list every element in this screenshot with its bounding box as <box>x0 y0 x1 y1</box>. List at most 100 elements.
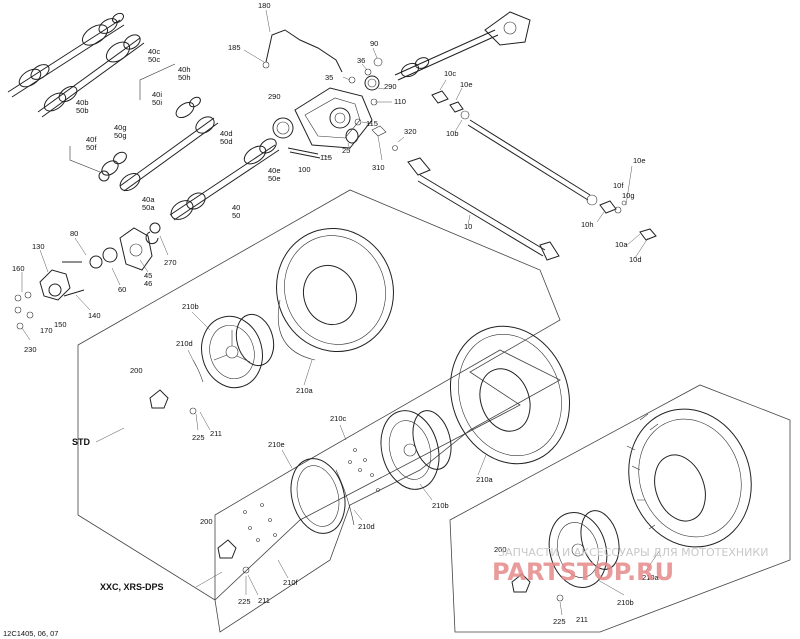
label-140: 140 <box>88 311 101 320</box>
label-40: 40 <box>232 203 240 212</box>
xxc-rim <box>380 410 452 490</box>
part-25 <box>345 128 359 144</box>
label-210d-std: 210d <box>176 339 193 348</box>
xxc-section-frame <box>214 349 561 633</box>
label-200-std: 200 <box>130 366 143 375</box>
label-40a: 40a <box>142 195 155 204</box>
label-110: 110 <box>394 97 406 106</box>
label-225-xrs: 225 <box>553 617 566 626</box>
drive-shaft-40 <box>149 138 280 234</box>
label-50f: 50f <box>86 143 97 152</box>
label-210b-std: 210b <box>182 302 199 311</box>
std-section-frame <box>77 189 561 601</box>
label-211-xxc: 211 <box>258 596 270 605</box>
label-45: 45 <box>144 271 152 280</box>
label-10a: 10a <box>615 240 628 249</box>
label-50b: 50b <box>76 106 89 115</box>
boot-kit-50f <box>98 151 127 182</box>
label-210c: 210c <box>330 414 347 423</box>
label-211-std: 211 <box>210 429 222 438</box>
label-60: 60 <box>118 285 126 294</box>
label-115-lower: 115 <box>320 153 332 162</box>
part-36 <box>364 68 372 76</box>
part-310 <box>371 125 387 137</box>
front-drive-shaft-upper <box>7 12 125 98</box>
label-36: 36 <box>357 56 365 65</box>
section-std-pointer <box>95 427 125 443</box>
label-270: 270 <box>164 258 177 267</box>
label-210e: 210e <box>268 440 285 449</box>
label-210a-std: 210a <box>296 386 314 395</box>
label-10f: 10f <box>613 181 624 190</box>
label-115-right: 115 <box>366 119 378 128</box>
label-40i: 40i <box>152 90 162 99</box>
xxc-tire <box>449 325 571 465</box>
xrs-tire <box>626 408 752 548</box>
label-320: 320 <box>404 127 417 136</box>
xxc-bolts <box>243 448 380 542</box>
prop-shaft-10b <box>431 90 598 206</box>
label-50a: 50a <box>142 203 155 212</box>
watermark-logo: PARTSTOP.RU <box>492 558 674 586</box>
label-40f: 40f <box>86 135 97 144</box>
xxc-valve-stem <box>217 539 250 574</box>
xxc-bead-strip <box>335 469 355 526</box>
label-40b: 40b <box>76 98 89 107</box>
section-xxc-label: XXC, XRS-DPS <box>100 582 164 592</box>
part-90 <box>373 57 383 67</box>
label-50i: 50i <box>152 98 162 107</box>
label-185: 185 <box>228 43 241 52</box>
watermark-text: ЗАПЧАСТИ И АКСЕССУАРЫ ДЛЯ МОТОТЕХНИКИ <box>498 546 768 559</box>
label-210d-xxc: 210d <box>358 522 375 531</box>
label-80: 80 <box>70 229 78 238</box>
xrs-section-frame <box>449 384 791 633</box>
label-46: 46 <box>144 279 152 288</box>
front-drive-shaft-lower <box>37 34 145 118</box>
label-50h: 50h <box>178 73 191 82</box>
label-10g: 10g <box>622 191 635 200</box>
label-50e: 50e <box>268 174 281 183</box>
label-310: 310 <box>372 163 385 172</box>
part-320 <box>392 145 398 151</box>
label-210f: 210f <box>283 578 299 587</box>
label-290-left: 290 <box>268 92 281 101</box>
rear-differential <box>272 75 380 159</box>
section-xxc-pointer <box>195 571 223 588</box>
label-35: 35 <box>325 73 333 82</box>
bracket-40g <box>69 146 101 173</box>
xxc-beadlock-ring <box>290 458 346 534</box>
section-std-label: STD <box>72 437 91 447</box>
label-50d: 50d <box>220 137 233 146</box>
upper-prop-shaft <box>394 11 531 81</box>
diagram-reference-id: 12C1405, 06, 07 <box>3 629 58 638</box>
vent-hose <box>265 29 343 73</box>
label-10c-top: 10c <box>444 69 456 78</box>
label-230: 230 <box>24 345 37 354</box>
label-210b-xxc: 210b <box>432 501 449 510</box>
label-210a-xrs: 210a <box>642 573 660 582</box>
label-100: 100 <box>298 165 311 174</box>
label-225-std: 225 <box>192 433 205 442</box>
label-10e-right: 10e <box>633 156 646 165</box>
label-210a-xxc: 210a <box>476 475 494 484</box>
label-10h: 10h <box>581 220 594 229</box>
xrs-rim <box>548 510 620 588</box>
u-joint-10f <box>599 200 657 241</box>
label-40c: 40c <box>148 47 160 56</box>
label-10b: 10b <box>446 129 459 138</box>
label-210b-xrs: 210b <box>617 598 634 607</box>
label-130: 130 <box>32 242 45 251</box>
bracket-40h <box>139 63 176 100</box>
label-10d: 10d <box>629 255 642 264</box>
label-200-xrs: 200 <box>494 545 507 554</box>
label-160: 160 <box>12 264 25 273</box>
label-25: 25 <box>342 146 350 155</box>
std-valve-stem <box>149 389 197 415</box>
label-200-xxc: 200 <box>200 517 213 526</box>
xrs-valve-stem <box>511 573 564 602</box>
label-211-xrs: 211 <box>576 615 588 624</box>
wheel-hub-assembly <box>14 227 159 330</box>
label-40e: 40e <box>268 166 281 175</box>
drive-shaft-40d <box>119 96 219 192</box>
